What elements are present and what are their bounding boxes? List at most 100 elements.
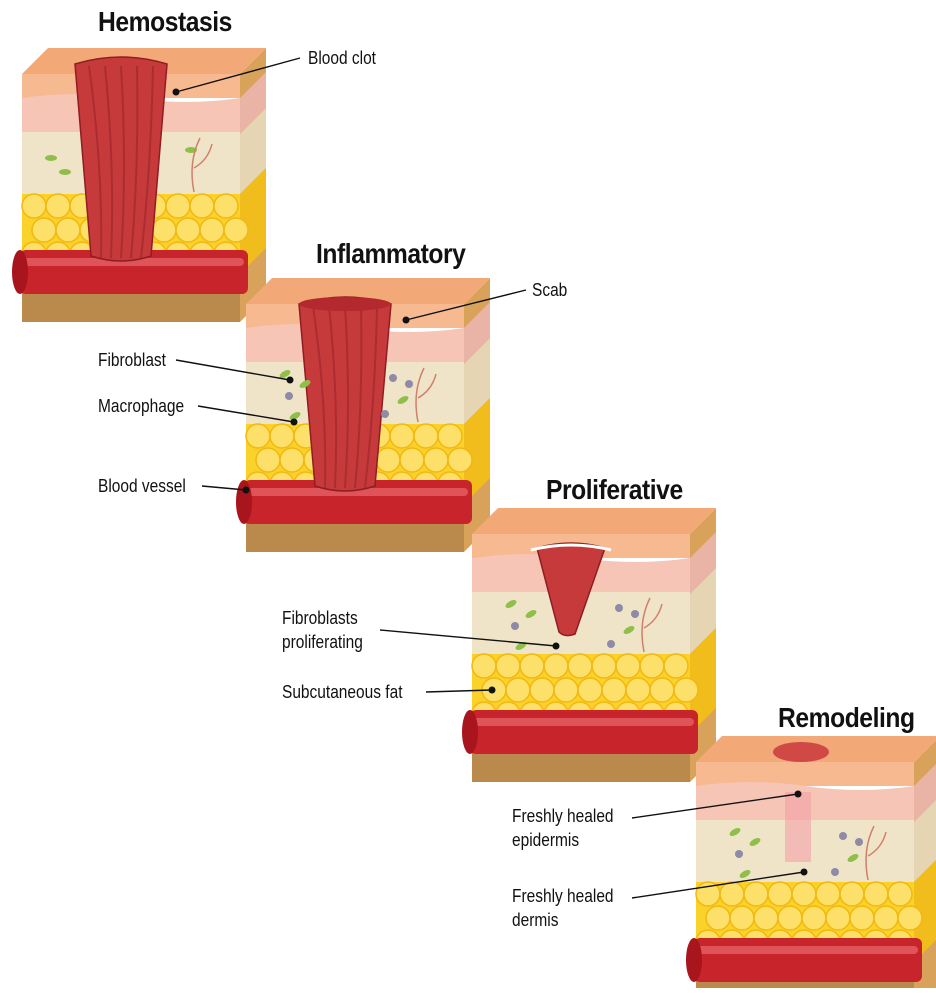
fat-globule [438,424,462,448]
fat-globule [544,654,568,678]
fat-globule [270,424,294,448]
macrophage-cell [285,392,293,400]
fat-globule [400,448,424,472]
fat-globule [664,654,688,678]
label-epidermis-line1: Freshly healed [512,804,614,828]
stage-title-inflammatory: Inflammatory [316,238,465,270]
fat-globule [554,678,578,702]
fat-globule [22,194,46,218]
macrophage-cell [511,622,519,630]
label-dermis-line1: Freshly healed [512,884,614,908]
fat-globule [888,882,912,906]
skin-block-inflammatory [236,278,490,552]
blood-vessel [694,938,922,982]
fat-globule [840,882,864,906]
macrophage-cell [855,838,863,846]
label-fibroblasts-proliferating-line1: Fibroblasts [282,606,363,630]
healed-dermis-region [785,792,811,862]
fat-globule [32,218,56,242]
fat-globule [520,654,544,678]
blood-vessel-end [462,710,478,754]
fat-globule [56,218,80,242]
blood-vessel-end [12,250,28,294]
fat-globule [578,678,602,702]
label-subcutaneous-fat: Subcutaneous fat [282,680,402,704]
skin-block-proliferative [462,508,716,782]
skin-block-remodeling [686,736,936,988]
blood-vessel-end [236,480,252,524]
fat-globule [496,654,520,678]
fat-globule [190,194,214,218]
block-top [472,508,716,534]
fat-globule [214,194,238,218]
macrophage-cell [389,374,397,382]
leader-blood-vessel-dot [243,487,250,494]
fibroblast-cell [59,169,71,175]
fat-globule [720,882,744,906]
label-blood-clot: Blood clot [308,46,376,70]
scab-crust [299,297,391,311]
macrophage-cell [631,610,639,618]
macrophage-cell [607,640,615,648]
fat-globule [176,218,200,242]
fat-globule [530,678,554,702]
fat-globule [568,654,592,678]
fat-globule [390,424,414,448]
label-scab: Scab [532,278,567,302]
fat-globule [224,218,248,242]
fat-globule [166,194,190,218]
fat-globule [744,882,768,906]
front-stratum [696,762,914,786]
label-epidermis-line2: epidermis [512,828,614,852]
fat-globule [152,218,176,242]
fat-globule [616,654,640,678]
label-blood-vessel: Blood vessel [98,474,186,498]
fat-globule [674,678,698,702]
fat-globule [506,678,530,702]
fat-globule [472,654,496,678]
fat-globule [792,882,816,906]
blood-vessel [470,710,698,754]
label-freshly-healed-epidermis: Freshly healed epidermis [512,804,614,852]
label-fibroblasts-proliferating-line2: proliferating [282,630,363,654]
label-dermis-line2: dermis [512,908,614,932]
blood-vessel-highlight [696,946,918,954]
stage-title-proliferative: Proliferative [546,474,683,506]
blood-vessel-end [686,938,702,982]
fat-globule [768,882,792,906]
fat-globule [200,218,224,242]
fat-globule [640,654,664,678]
fat-globule [424,448,448,472]
leader-fibroblasts-proliferating-dot [553,643,560,650]
leader-fibroblast-dot [287,377,294,384]
label-fibroblast: Fibroblast [98,348,166,372]
fat-globule [448,448,472,472]
label-macrophage: Macrophage [98,394,184,418]
fat-globule [626,678,650,702]
fat-globule [874,906,898,930]
fat-globule [602,678,626,702]
fat-globule [826,906,850,930]
fat-globule [376,448,400,472]
fat-globule [280,448,304,472]
leader-freshly-healed-dermis-dot [801,869,808,876]
blood-vessel-highlight [472,718,694,726]
scar-mark [773,742,829,762]
leader-macrophage-dot [291,419,298,426]
fibroblast-cell [45,155,57,161]
fat-globule [730,906,754,930]
macrophage-cell [831,868,839,876]
macrophage-cell [615,604,623,612]
fat-globule [414,424,438,448]
fat-globule [778,906,802,930]
macrophage-cell [735,850,743,858]
fat-globule [256,448,280,472]
fat-globule [898,906,922,930]
fat-globule [754,906,778,930]
fat-globule [850,906,874,930]
leader-blood-clot-dot [173,89,180,96]
fat-globule [816,882,840,906]
stage-title-hemostasis: Hemostasis [98,6,232,38]
macrophage-cell [405,380,413,388]
